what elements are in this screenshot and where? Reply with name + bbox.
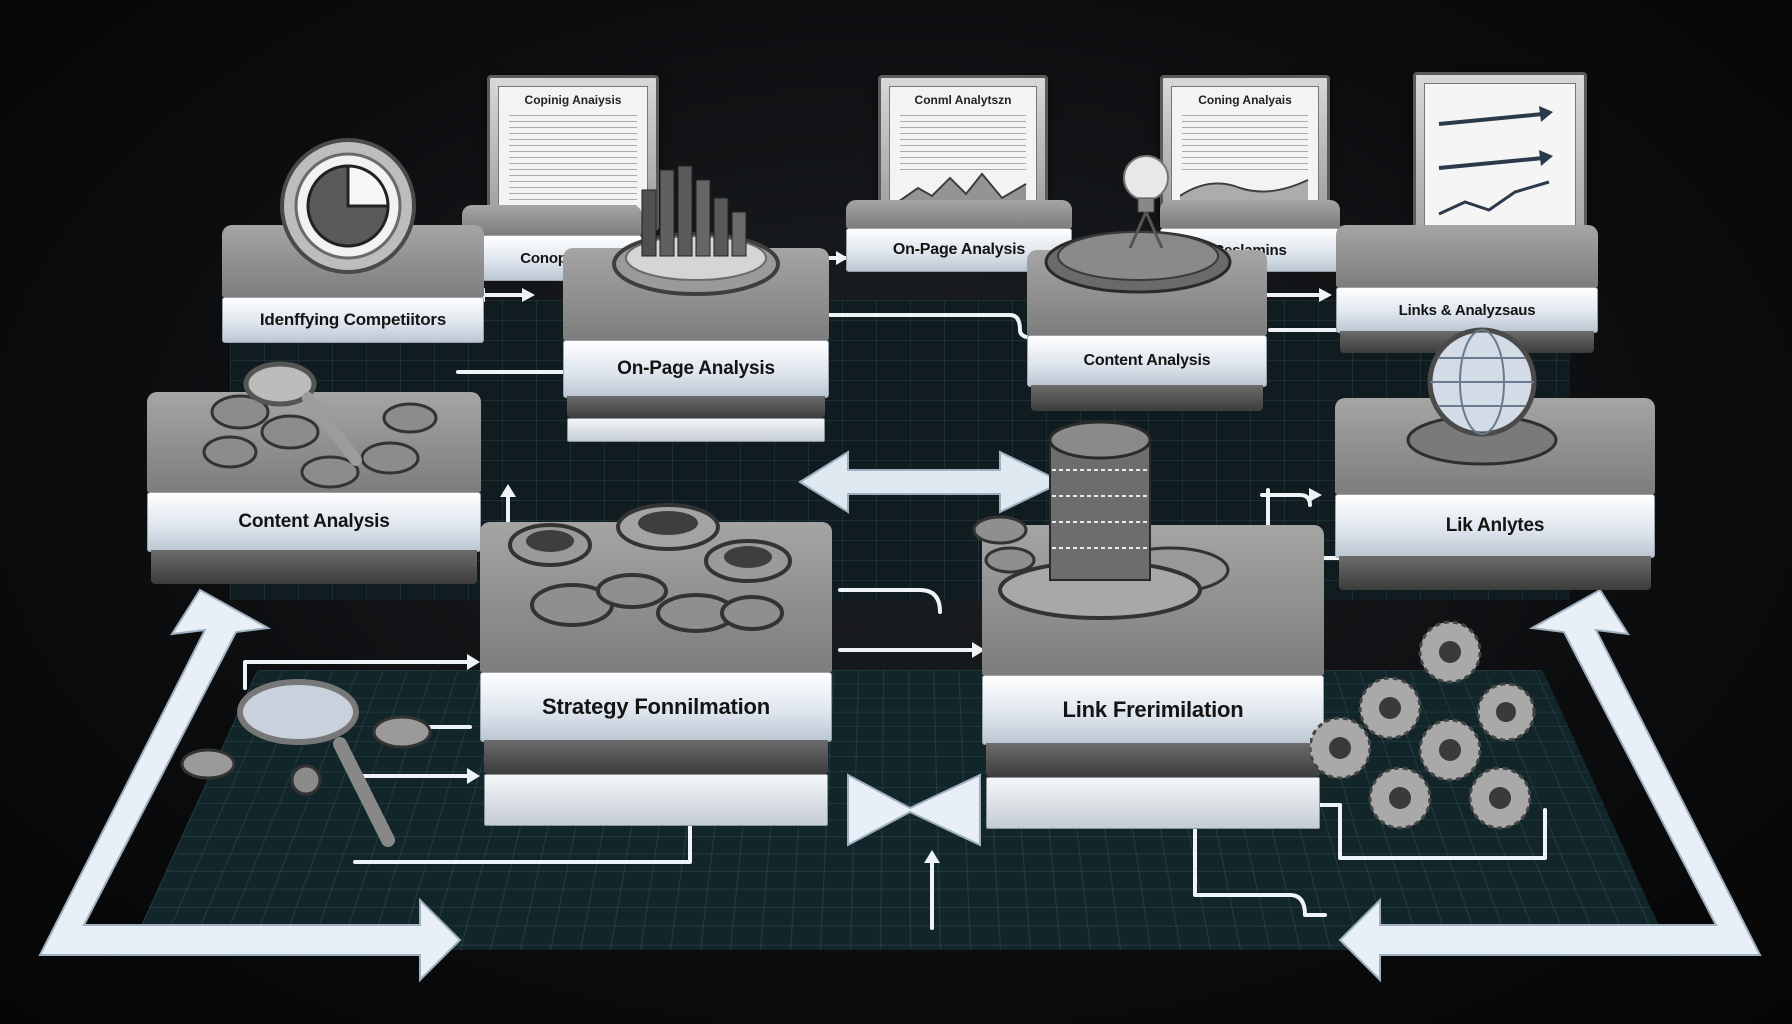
block-label: Content Analysis (147, 492, 481, 552)
block-label: Content Analysis (1027, 335, 1267, 387)
block-on-page-top: On-Page Analysis (846, 200, 1072, 282)
block-label: On-Page Analysis (563, 340, 829, 398)
pie-chart-icon (280, 138, 416, 274)
block-label: Lik Anlytes (1335, 494, 1655, 558)
lightbulb-icon (1044, 155, 1232, 294)
magnifier-icon (180, 679, 432, 847)
coins-icon (508, 503, 792, 633)
block-content-analysis-left: Content Analysis (147, 392, 481, 592)
gears-icon (1310, 620, 1536, 830)
block-label: Conoptis (462, 235, 642, 281)
block-label: Strategy Fonnilmation (480, 672, 832, 742)
doc-panel-title: Coning Analyais (1198, 93, 1292, 107)
doc-panel-title: Copinig Anaiysis (524, 93, 622, 107)
center-bowtie (847, 773, 981, 847)
bar-chart-icon (612, 165, 780, 296)
block-label: Idenffying Competiitors (222, 297, 484, 343)
area-chart-icon (1180, 179, 1309, 206)
stacked-disks-icon (972, 420, 1230, 620)
mountain-chart-icon (898, 172, 1027, 206)
block-label: Links & Analyzsaus (1336, 287, 1598, 333)
loop-arrow-right (1338, 588, 1762, 983)
magnifier-icon (202, 361, 438, 489)
block-competitor-partial: Conoptis (462, 205, 642, 295)
doc-panel-title: Conml Analytszn (914, 93, 1012, 107)
globe-icon (1406, 327, 1558, 466)
loop-arrow-left (38, 588, 462, 983)
block-label: Link Frerimilation (982, 675, 1324, 745)
